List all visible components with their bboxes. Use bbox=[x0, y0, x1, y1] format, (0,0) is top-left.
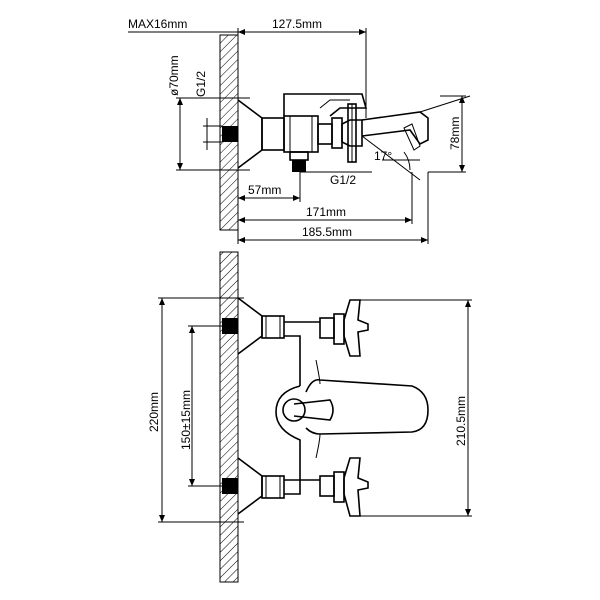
label-center-distance: 150±15mm bbox=[179, 390, 193, 450]
wall-front bbox=[219, 251, 239, 583]
handle-top bbox=[341, 119, 363, 147]
flange-upper bbox=[237, 297, 263, 355]
diverter-knob bbox=[282, 398, 306, 422]
label-diameter: ø70mm bbox=[167, 55, 181, 96]
label-thread-left: G1/2 bbox=[194, 71, 208, 97]
handle-upper bbox=[343, 299, 369, 357]
label-wall-thickness: MAX16mm bbox=[128, 17, 187, 31]
label-depth-185: 185.5mm bbox=[302, 225, 352, 239]
wall-inlet bbox=[222, 126, 238, 142]
label-angle: 17° bbox=[374, 149, 392, 163]
label-outer-height: 210.5mm bbox=[454, 396, 468, 446]
flange-lower bbox=[237, 457, 263, 515]
mixer-body bbox=[275, 385, 301, 442]
mixer-body-top bbox=[283, 93, 368, 117]
front-view: 220mm 150±15mm 210.5mm bbox=[147, 251, 472, 583]
label-thread-bottom: G1/2 bbox=[330, 173, 356, 187]
handle-lower bbox=[343, 457, 369, 517]
wall-inlet-lower bbox=[222, 478, 238, 494]
top-view: MAX16mm 127.5mm ø70mm G1/2 bbox=[128, 17, 471, 244]
label-depth-57: 57mm bbox=[248, 183, 281, 197]
label-total-height: 220mm bbox=[147, 392, 161, 432]
outlet-bottom bbox=[292, 160, 306, 172]
wall-inlet-upper bbox=[222, 318, 238, 334]
label-depth-171: 171mm bbox=[306, 205, 346, 219]
label-height: 78mm bbox=[448, 117, 462, 150]
flange bbox=[237, 99, 263, 169]
label-width-top: 127.5mm bbox=[272, 17, 322, 31]
spout bbox=[361, 111, 429, 146]
